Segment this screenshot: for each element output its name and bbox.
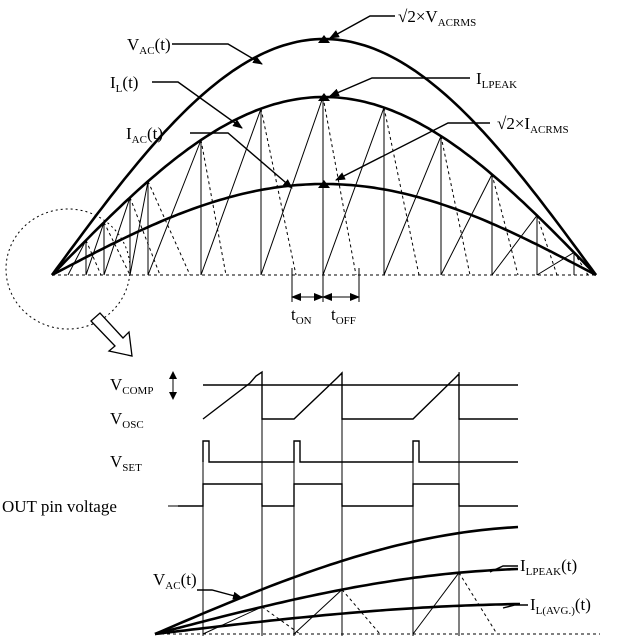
ilpeak-rise-curve <box>154 567 519 636</box>
sawtooth-fall <box>103 222 131 276</box>
bottom-sawtooth-rise <box>202 606 263 635</box>
iac-peak-marker <box>318 180 330 188</box>
vac-label: VAC(t) <box>127 35 171 57</box>
bottom-sawtooth-fall <box>341 589 381 635</box>
top-waveform-panel: VAC(t) IL(t) IAC(t) √2×VACRMS ILPEAK √2×… <box>50 7 598 327</box>
vcomp-label: VCOMP <box>110 375 153 397</box>
b-vac-label: VAC(t) <box>153 570 197 592</box>
ilpeak-label: ILPEAK <box>476 69 517 91</box>
vset-pulse <box>202 440 518 463</box>
sawtooth-fall <box>85 240 102 276</box>
iac-average-envelope <box>51 182 597 277</box>
out-pin-waveform <box>178 483 518 507</box>
bottom-sawtooth <box>202 572 498 635</box>
il-label: IL(t) <box>110 73 138 95</box>
sawtooth-fall <box>129 197 161 276</box>
b-ilpeak-leader <box>489 565 518 573</box>
vacrms-leader <box>329 15 395 39</box>
zoom-arrow-icon <box>90 312 133 357</box>
vset-label: VSET <box>110 452 142 474</box>
sawtooth-rise <box>383 135 442 276</box>
vac-peak-marker <box>318 35 330 43</box>
iacrms-leader <box>335 122 490 181</box>
vac-leader <box>172 43 263 65</box>
vac-rise-curve <box>154 525 519 636</box>
bottom-sawtooth-rise <box>293 589 343 635</box>
ilpeak-leader <box>329 77 470 97</box>
sawtooth-fall <box>383 107 420 276</box>
zoom-circle <box>5 208 131 330</box>
bottom-sawtooth-rise <box>412 572 460 635</box>
sawtooth-rise <box>536 251 575 276</box>
timing-diagram-panel: VCOMP VOSC VSET OUT pin voltage VAC(t) I… <box>2 370 600 636</box>
b-ilavg-leader <box>502 604 528 609</box>
ilavg-rise-curve <box>154 602 521 636</box>
vosc-ramp <box>202 370 518 420</box>
out-pin-label: OUT pin voltage <box>2 497 117 516</box>
iacrms-label: √2×IACRMS <box>497 114 569 136</box>
ton-label: tON <box>291 305 312 327</box>
sawtooth-fall <box>200 139 227 276</box>
sawtooth-rise <box>491 214 538 276</box>
bottom-sawtooth-fall <box>261 606 301 635</box>
sawtooth-fall <box>536 215 558 276</box>
sawtooth-rise <box>322 107 385 276</box>
iac-label: IAC(t) <box>126 124 163 146</box>
bottom-sawtooth-fall <box>458 572 498 635</box>
sawtooth-fall <box>491 174 519 276</box>
toff-label: tOFF <box>331 305 356 327</box>
vcomp-arrow-up <box>169 371 177 379</box>
vosc-label: VOSC <box>110 409 144 431</box>
b-vac-leader <box>197 589 243 600</box>
sawtooth-fall <box>573 252 589 276</box>
il-peak-marker <box>318 93 330 101</box>
vcomp-arrow-down <box>169 392 177 400</box>
sawtooth-fall <box>322 96 357 276</box>
b-ilpeak-label: ILPEAK(t) <box>520 556 577 578</box>
sawtooth-fall <box>260 108 297 276</box>
il-leader <box>152 81 243 129</box>
b-ilavg-label: IL(AVG.)(t) <box>530 595 591 617</box>
iac-leader <box>190 132 293 189</box>
vacrms-label: √2×VACRMS <box>398 7 476 29</box>
sawtooth-fall <box>147 181 191 276</box>
